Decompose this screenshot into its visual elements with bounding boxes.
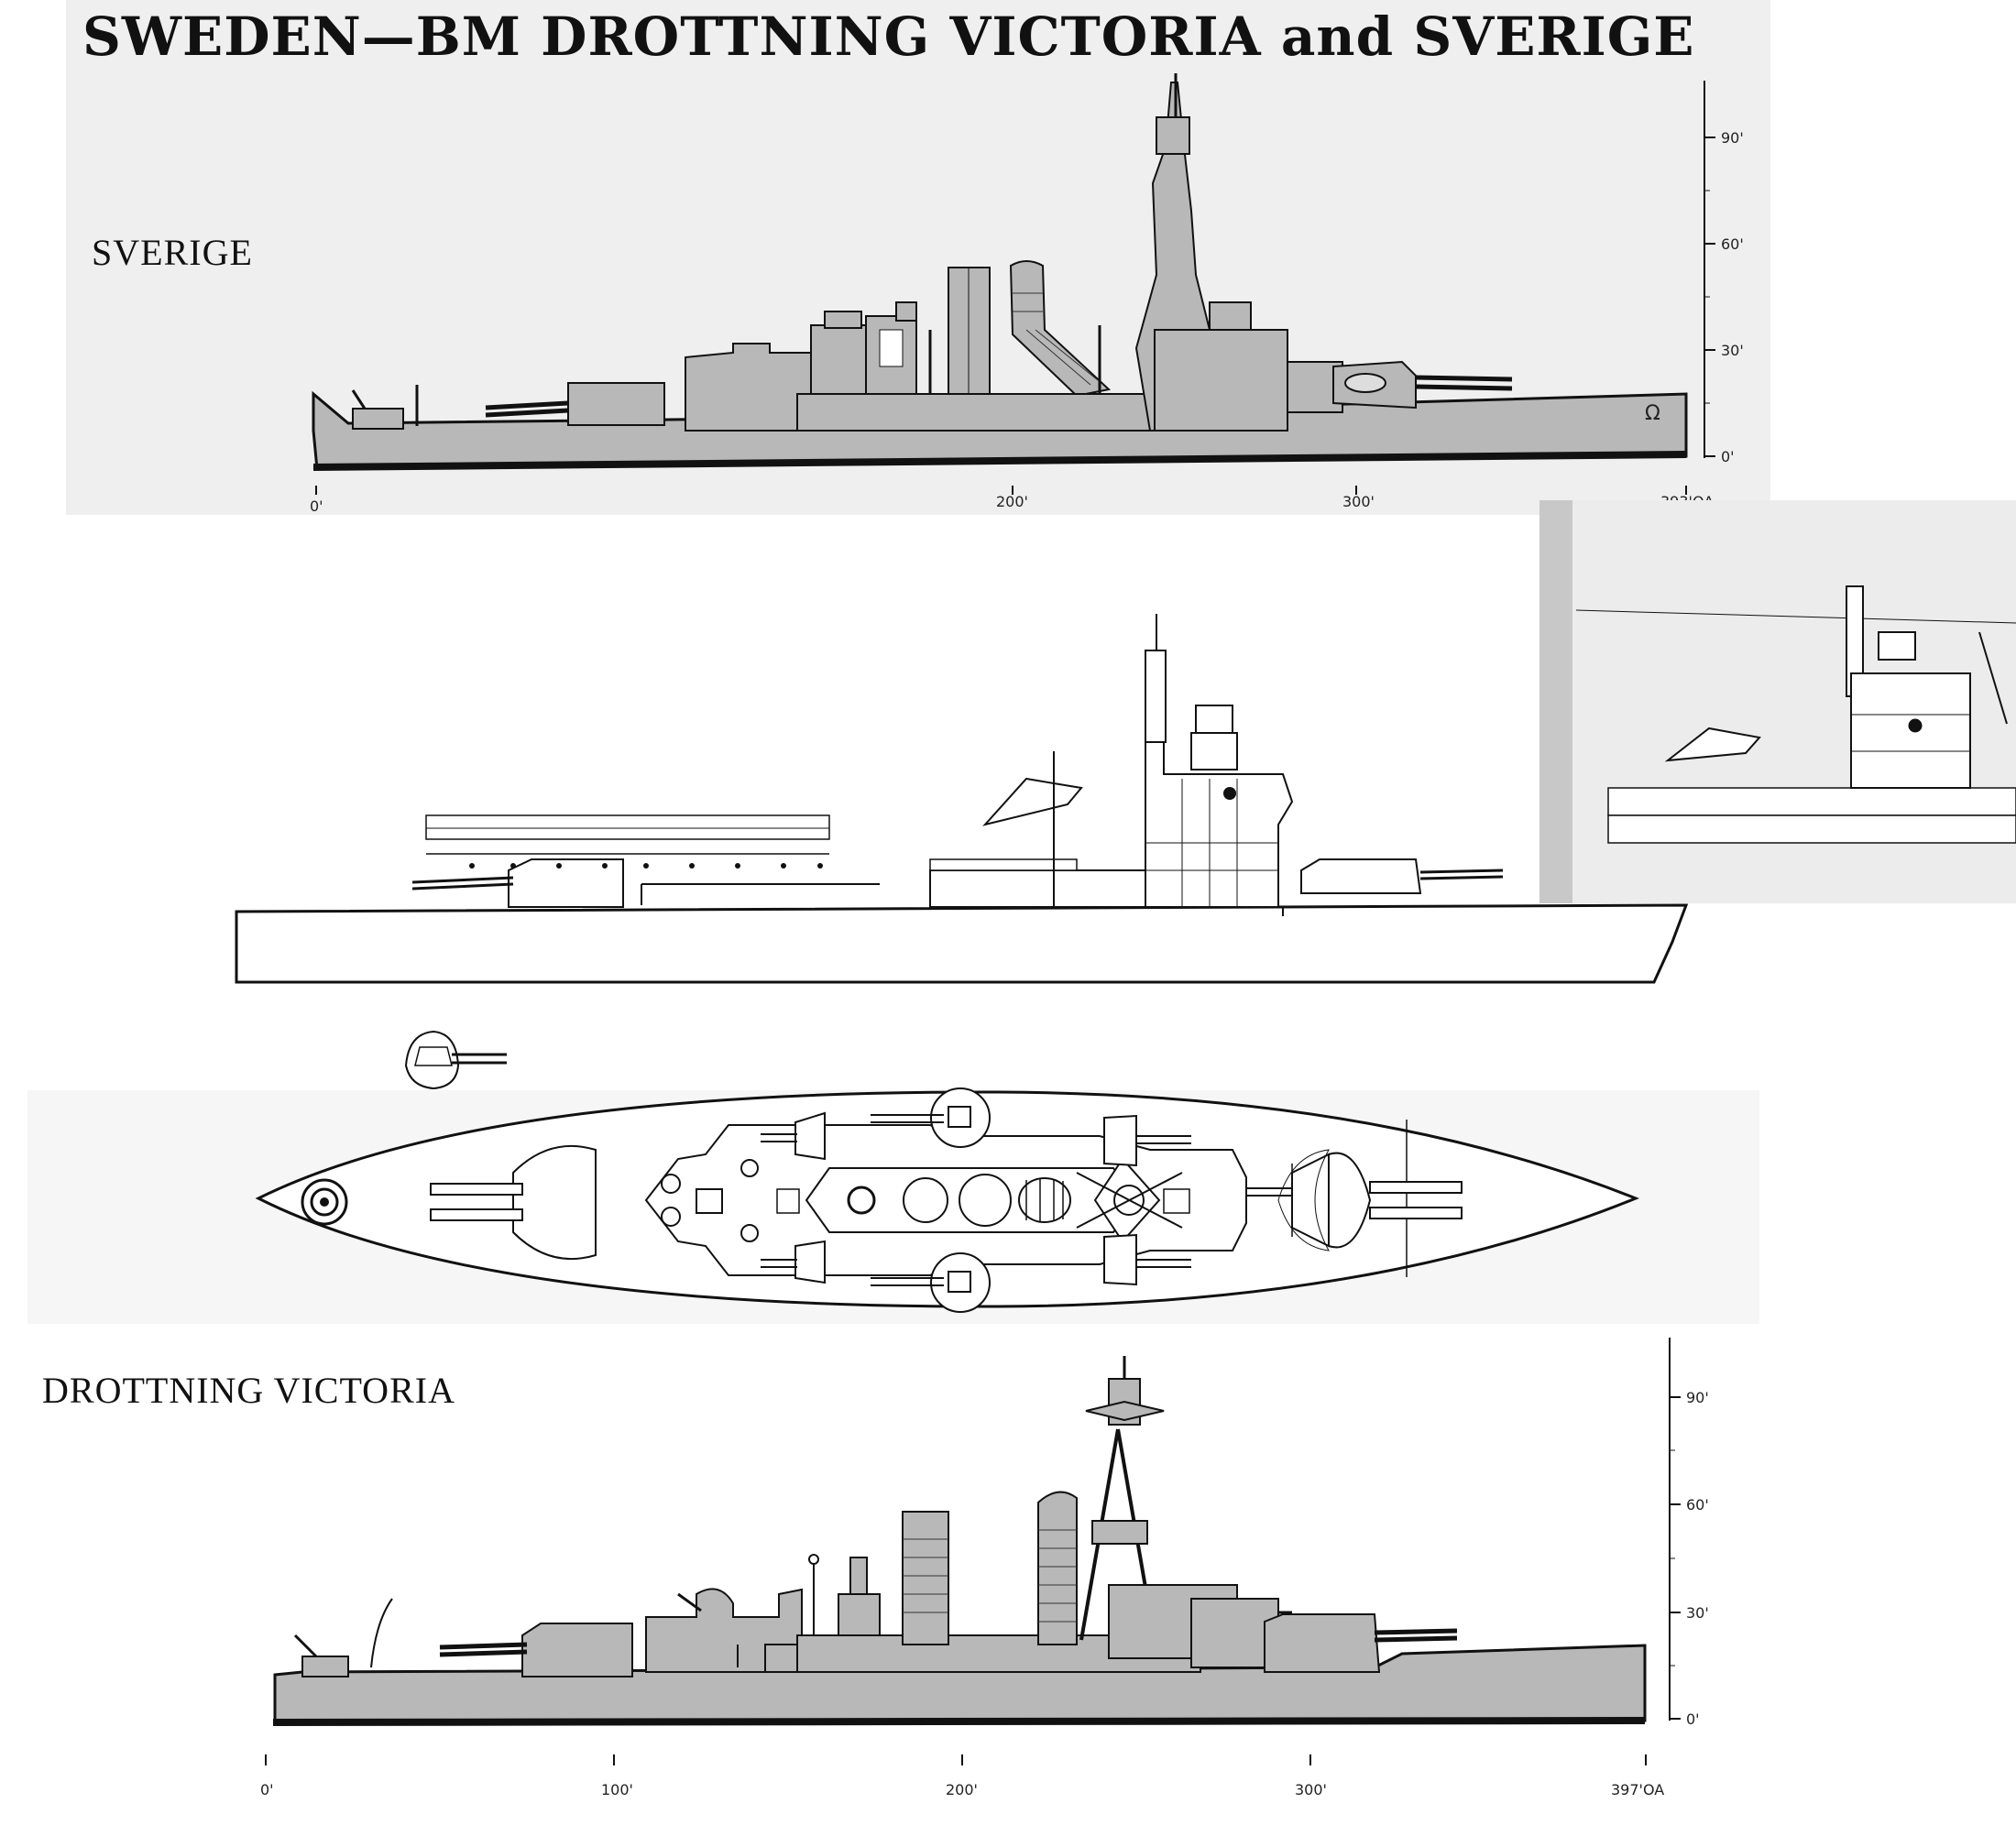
sverige-l-tick-0: 0' — [310, 497, 323, 515]
sverige-h-tick-90: 90' — [1721, 129, 1744, 147]
plan-view-drawing — [255, 1087, 1640, 1313]
mid-right-insert-detail — [1575, 585, 2016, 844]
sverige-h-tick-60: 60' — [1721, 235, 1744, 253]
victoria-aft-turret — [521, 1623, 633, 1678]
victoria-length-scale — [265, 1754, 1647, 1765]
victoria-h-tick-90: 90' — [1686, 1389, 1709, 1406]
right-insert-edge — [1539, 500, 1572, 903]
svg-text:Ω: Ω — [1645, 402, 1660, 425]
sverige-aft-turret — [567, 382, 665, 426]
victoria-foremast — [1079, 1356, 1165, 1641]
victoria-hull — [273, 1644, 1647, 1724]
sverige-h-tick-0: 0' — [1721, 448, 1735, 465]
turret-detail-icon — [404, 1030, 507, 1090]
sverige-height-scale — [1704, 81, 1715, 458]
plan-bridge — [1076, 1157, 1183, 1243]
mid-aft-turret — [508, 858, 624, 908]
sverige-length-scale — [315, 486, 1687, 495]
victoria-aft-funnel — [902, 1511, 949, 1645]
plan-turret-bow — [1277, 1149, 1330, 1251]
plan-funnel-aft — [903, 1177, 948, 1223]
victoria-profile-drawing: 90' 60' 30' 0' 0' 100' 200' 300' 397'OA — [260, 1338, 1709, 1798]
sverige-label: SVERIGE — [92, 232, 253, 273]
victoria-height-scale — [1669, 1338, 1681, 1721]
victoria-l-tick-300: 300' — [1295, 1781, 1327, 1798]
mid-boat-crane — [982, 777, 1083, 826]
page-title: SWEDEN—BM DROTTNING VICTORIA and SVERIGE — [82, 5, 1695, 68]
mid-fore-turret — [1300, 858, 1422, 894]
sverige-fore-funnel — [1009, 260, 1112, 398]
victoria-label: DROTTNING VICTORIA — [42, 1370, 455, 1411]
victoria-l-tick-100: 100' — [601, 1781, 633, 1798]
plan-funnel-fore — [959, 1174, 1012, 1227]
sverige-l-tick-300: 300' — [1342, 493, 1375, 510]
plan-turret-aft — [512, 1144, 597, 1261]
victoria-l-tick-200: 200' — [946, 1781, 978, 1798]
victoria-l-tick-397: 397'OA — [1611, 1781, 1664, 1798]
sverige-h-tick-30: 30' — [1721, 342, 1744, 359]
victoria-h-tick-30: 30' — [1686, 1604, 1709, 1622]
sverige-profile-drawing: Ω 90' 60' 30' 0' 0' 200' 300' 393'OA — [310, 73, 1744, 515]
victoria-l-tick-0: 0' — [260, 1781, 274, 1798]
victoria-aft-superstructure — [645, 1588, 803, 1673]
sverige-l-tick-200: 200' — [996, 493, 1028, 510]
victoria-h-tick-0: 0' — [1686, 1710, 1700, 1728]
victoria-fore-turret — [1264, 1613, 1381, 1673]
victoria-h-tick-60: 60' — [1686, 1496, 1709, 1514]
mid-hull-outline — [235, 903, 1689, 984]
plan-wing-turrets — [761, 1087, 1191, 1313]
mid-profile-drawing — [235, 585, 2016, 984]
